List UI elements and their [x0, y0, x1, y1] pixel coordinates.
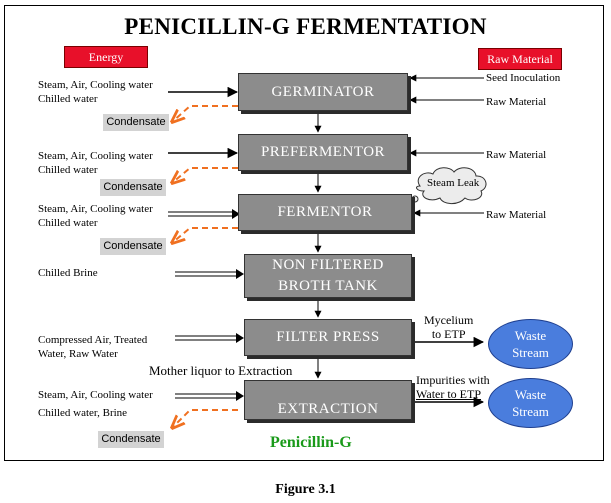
condensate-box-1: Condensate — [103, 114, 169, 131]
condensate-box-2: Condensate — [100, 179, 166, 196]
filter-press-box: FILTER PRESS — [244, 319, 412, 356]
mycelium-label: Mycelium to ETP — [424, 313, 474, 341]
broth-tank-line2: BROTH TANK — [278, 278, 378, 294]
prefermentor-box: PREFERMENTOR — [238, 134, 408, 171]
energy-tag: Energy — [64, 46, 148, 68]
energy-label-prefermentor: Steam, Air, Cooling water Chilled water — [38, 150, 153, 176]
fermentor-box: FERMENTOR — [238, 194, 412, 231]
diagram-title: PENICILLIN-G FERMENTATION — [124, 14, 487, 39]
steam-leak-cloud — [416, 167, 487, 205]
energy-label-extraction: Steam, Air, Cooling water Chilled water,… — [38, 389, 153, 419]
raw-label-1: Raw Material — [486, 96, 547, 108]
energy-arrow-fermentor — [232, 209, 240, 219]
energy-arrow-broth — [236, 269, 244, 279]
product-label: Penicillin-G — [270, 434, 352, 451]
diagram-frame — [4, 5, 604, 461]
broth-tank-line1: NON FILTERED — [272, 257, 384, 273]
condensate-arrow-4 — [172, 409, 238, 428]
germinator-box: GERMINATOR — [238, 73, 408, 111]
steam-leak-label: Steam Leak — [427, 177, 480, 189]
impurities-label: Impurities with Water to ETP — [416, 373, 490, 401]
energy-label-germinator: Steam, Air, Cooling water Chilled water — [38, 79, 153, 105]
raw-label-3: Raw Material — [486, 209, 547, 221]
figure-caption: Figure 3.1 — [275, 482, 336, 497]
raw-label-seed: Seed Inoculation — [486, 72, 561, 84]
extraction-box: EXTRACTION — [244, 380, 412, 420]
mother-liquor-label: Mother liquor to Extraction — [149, 363, 293, 378]
condensate-arrow-2 — [172, 167, 238, 183]
waste-stream-2: Waste Stream — [488, 378, 573, 428]
energy-label-fermentor: Steam, Air, Cooling water Chilled water — [38, 203, 153, 229]
condensate-box-3: Condensate — [100, 238, 166, 255]
condensate-arrow-3 — [172, 227, 238, 243]
energy-label-broth: Chilled Brine — [38, 267, 98, 279]
condensate-arrow-1 — [172, 105, 238, 122]
energy-arrow-extraction — [236, 391, 244, 401]
condensate-box-4: Condensate — [98, 431, 164, 448]
broth-tank-box: NON FILTERED BROTH TANK — [244, 254, 412, 298]
energy-label-filter: Compressed Air, Treated Water, Raw Water — [38, 334, 148, 360]
raw-label-2: Raw Material — [486, 149, 547, 161]
waste-stream-1: Waste Stream — [488, 319, 573, 369]
energy-arrow-filter — [236, 333, 244, 343]
raw-material-tag: Raw Material — [478, 48, 562, 70]
